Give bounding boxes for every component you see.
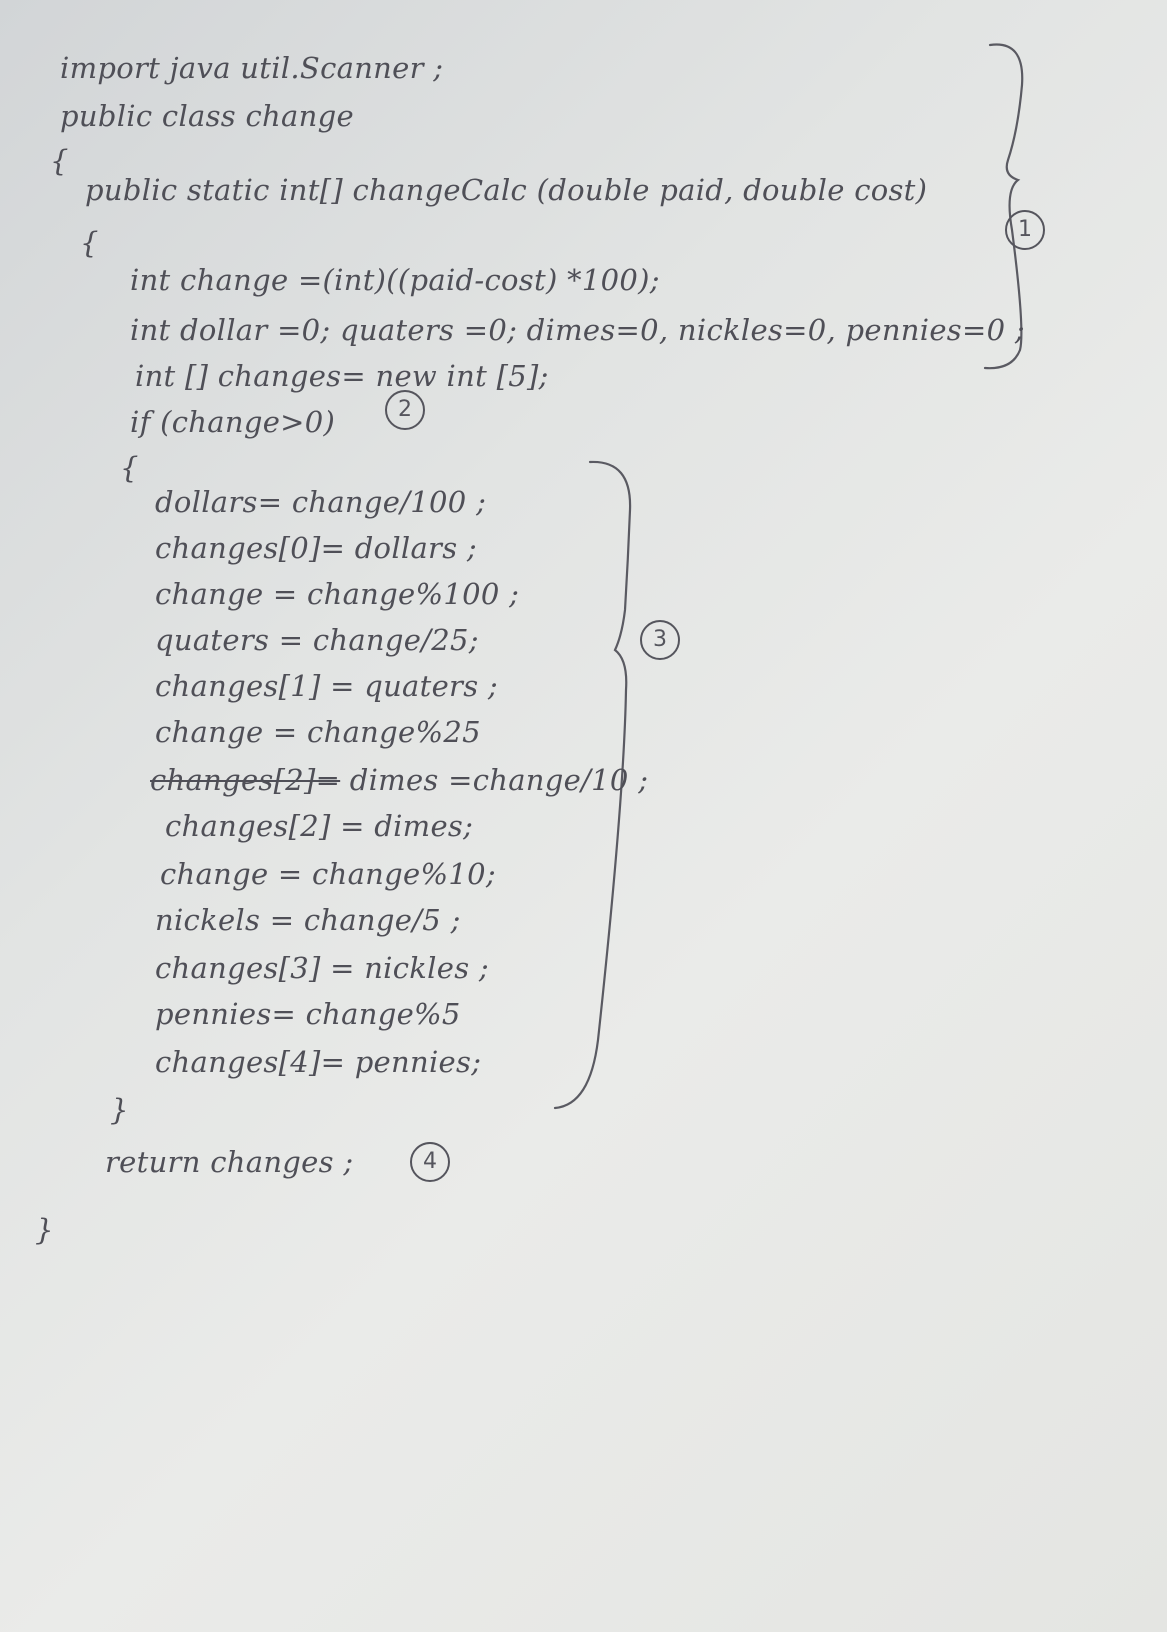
code-line-25: return changes ; — [105, 1145, 354, 1179]
code-line-17: changes[2]= dimes =change/10 ; — [150, 762, 648, 798]
code-line-13: change = change%100 ; — [155, 577, 520, 611]
marker-2: 2 — [385, 390, 425, 430]
struck-out-text: changes[2]= — [150, 763, 341, 797]
marker-4: 4 — [410, 1142, 450, 1182]
code-line-4: public static int[] changeCalc (double p… — [85, 173, 928, 207]
code-line-1: import java util.Scanner ; — [60, 51, 444, 85]
code-line-20: nickels = change/5 ; — [155, 903, 461, 937]
code-line-6: int change =(int)((paid-cost) *100); — [130, 263, 660, 297]
code-line-14: quaters = change/25; — [155, 623, 479, 657]
brace-3 — [553, 460, 632, 1110]
marker-3: 3 — [640, 620, 680, 660]
code-line-11: dollars= change/100 ; — [155, 485, 487, 519]
code-line-15: changes[1] = quaters ; — [155, 669, 498, 703]
code-line-24: } — [110, 1093, 129, 1127]
code-line-22: pennies= change%5 — [155, 997, 461, 1031]
code-line-7: int dollar =0; quaters =0; dimes=0, nick… — [130, 313, 1025, 347]
marker-1: 1 — [1005, 210, 1045, 250]
code-line-3: { — [50, 144, 69, 178]
code-line-19: change = change%10; — [160, 857, 496, 891]
code-line-5: { — [80, 226, 99, 260]
code-line-17-text: dimes =change/10 ; — [349, 763, 649, 797]
code-line-16: change = change%25 — [155, 715, 481, 749]
code-line-23: changes[4]= pennies; — [155, 1045, 482, 1079]
code-line-8: int [] changes= new int [5]; — [135, 359, 549, 393]
code-line-2: public class change — [60, 99, 354, 133]
code-line-12: changes[0]= dollars ; — [155, 531, 477, 565]
code-line-18: changes[2] = dimes; — [165, 809, 474, 843]
brace-1 — [983, 43, 1024, 370]
code-line-9: if (change>0) — [130, 405, 336, 439]
code-line-26: } — [35, 1213, 54, 1247]
code-line-21: changes[3] = nickles ; — [155, 951, 489, 985]
code-line-10: { — [120, 451, 139, 485]
